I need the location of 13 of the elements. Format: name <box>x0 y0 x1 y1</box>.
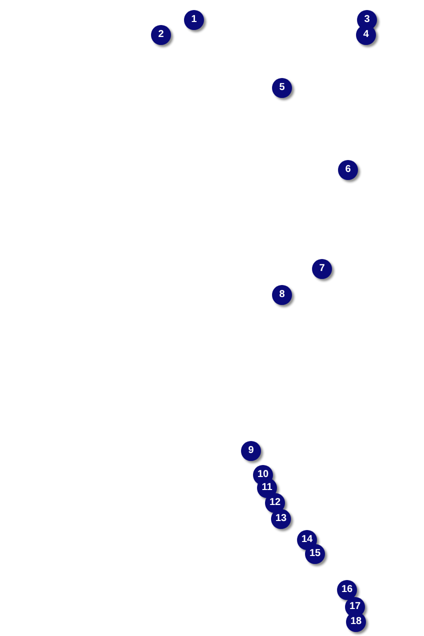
callout-number: 15 <box>305 544 325 564</box>
callout-number: 6 <box>338 160 358 180</box>
callout-number: 2 <box>151 25 171 45</box>
callout-number: 4 <box>356 25 376 45</box>
callout-number: 8 <box>272 285 292 305</box>
callout-number: 9 <box>241 441 261 461</box>
callout-number: 13 <box>271 509 291 529</box>
callout-number: 16 <box>337 580 357 600</box>
callout-number: 7 <box>312 259 332 279</box>
callout-number: 5 <box>272 78 292 98</box>
callout-number: 1 <box>184 10 204 30</box>
callout-number: 18 <box>346 612 366 632</box>
callout-number: 14 <box>297 530 317 550</box>
